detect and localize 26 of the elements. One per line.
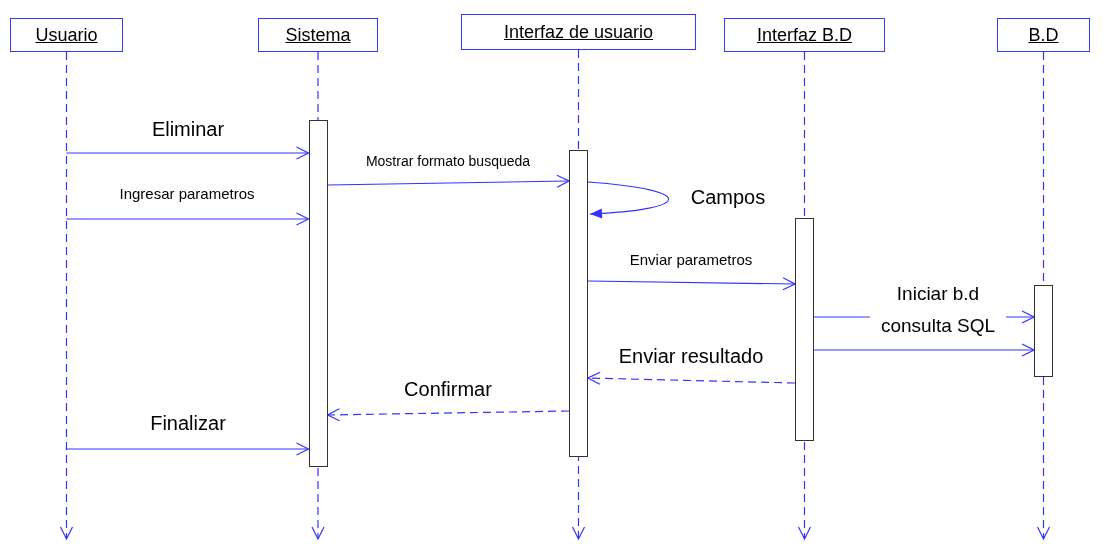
edge-label: Confirmar: [404, 377, 492, 401]
edge-label: Ingresar parametros: [119, 185, 255, 203]
message-arrow: [813, 343, 1035, 357]
message-arrow: [65, 212, 310, 226]
participant-box: Usuario: [10, 18, 123, 52]
edge-label: Eliminar: [151, 117, 225, 141]
edge-label: Finalizar: [150, 411, 226, 435]
participant-box: B.D: [997, 18, 1090, 52]
activation-bar: [569, 150, 588, 457]
edge-label: Campos: [690, 185, 766, 209]
return-message-arrow: [326, 408, 570, 422]
activation-bar: [1034, 285, 1053, 377]
activation-bar: [308, 120, 328, 467]
message-arrow: [326, 174, 570, 188]
edge-label: Enviar parametros: [629, 251, 753, 269]
self-message-arrow: [587, 181, 670, 219]
message-arrow: [65, 442, 310, 456]
activation-bar: [795, 218, 814, 441]
message-arrow: [65, 146, 310, 160]
message-arrow: [587, 277, 796, 291]
participant-box: Sistema: [258, 18, 378, 52]
edge-label: Mostrar formato busqueda: [365, 153, 531, 170]
return-message-arrow: [587, 371, 796, 385]
participant-box: Interfaz B.D: [724, 18, 885, 52]
participant-box: Interfaz de usuario: [461, 14, 696, 50]
edge-label: Enviar resultado: [618, 344, 764, 368]
